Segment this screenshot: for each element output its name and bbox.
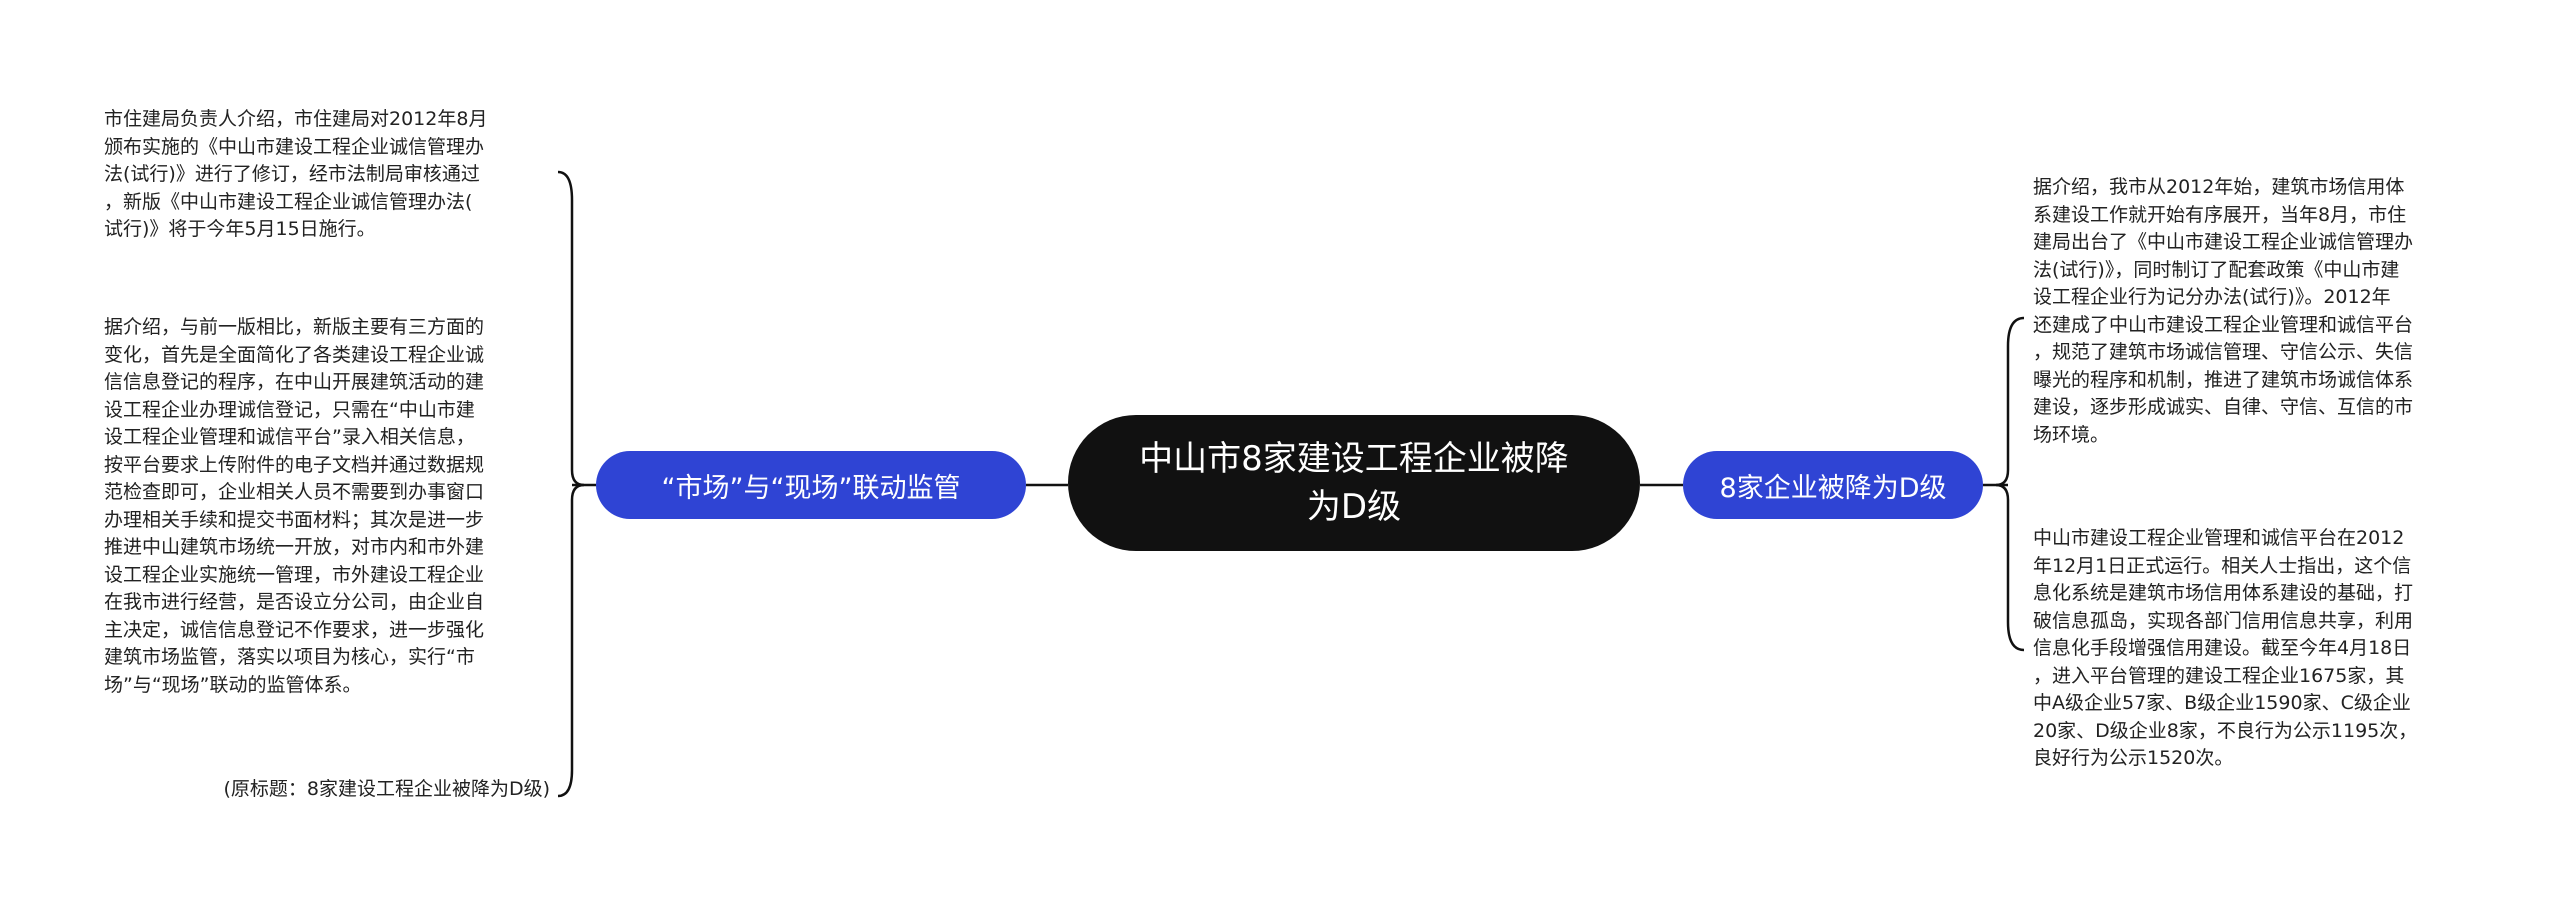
right-note-1: 据介绍，我市从2012年始，建筑市场信用体 系建设工作就开始有序展开，当年8月，… [2033,176,2414,446]
left-note-1: 市住建局负责人介绍，市住建局对2012年8月 颁布实施的《中山市建设工程企业诚信… [104,108,488,240]
topic-d-grade-companies[interactable]: 8家企业被降为D级 [1683,451,1983,519]
left-note-3: (原标题：8家建设工程企业被降为D级) [223,778,550,800]
right-bracket [1995,316,2025,652]
topic-label: “市场”与“现场”联动监管 [661,472,961,504]
central-topic[interactable]: 中山市8家建设工程企业被降为D级 [1068,415,1640,551]
right-note-2: 中山市建设工程企业管理和诚信平台在2012 年12月1日正式运行。相关人士指出，… [2033,527,2418,769]
topic-market-site-supervision[interactable]: “市场”与“现场”联动监管 [596,451,1026,519]
left-note-2: 据介绍，与前一版相比，新版主要有三方面的 变化，首先是全面简化了各类建设工程企业… [104,316,485,696]
topic-label: 8家企业被降为D级 [1719,472,1947,504]
central-title: 中山市8家建设工程企业被降为D级 [1139,439,1569,527]
left-bracket [557,170,585,798]
